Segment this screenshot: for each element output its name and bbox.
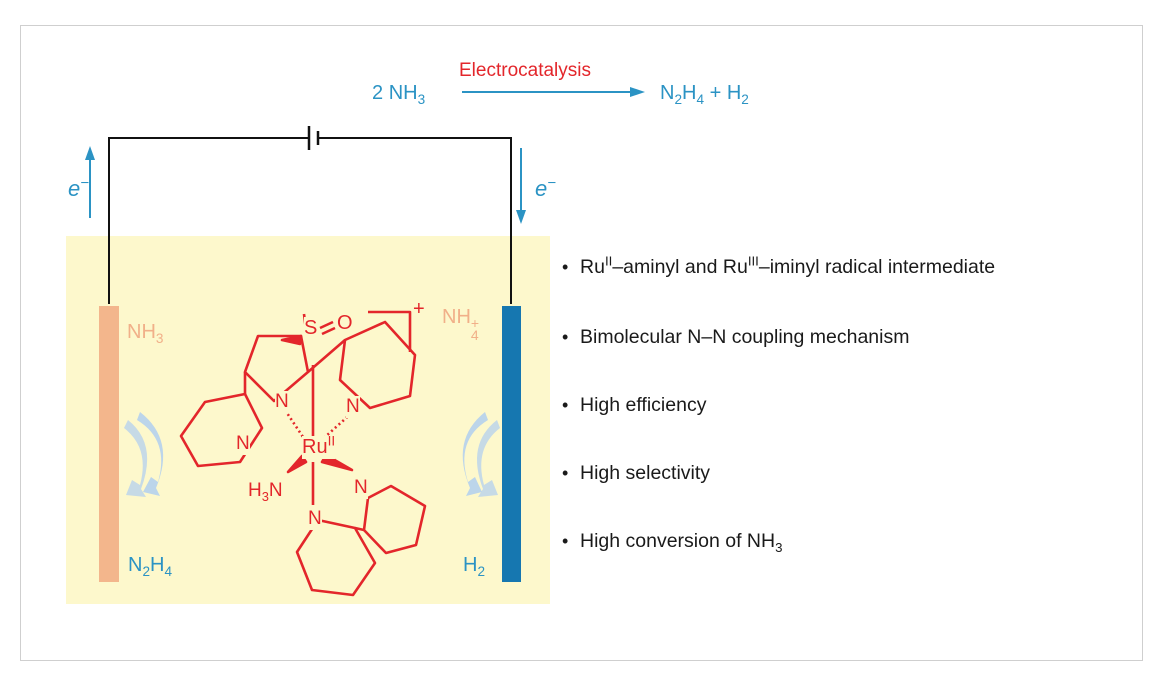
nitrogen-atom-pyridine-left: N	[236, 433, 250, 455]
nitrogen-atom-pyrrole: N	[275, 391, 289, 413]
catalyst-label: Electrocatalysis	[459, 60, 591, 81]
electron-down-arrow	[516, 148, 526, 224]
cathode-output-label: H2	[463, 554, 486, 579]
ammine-ligand: H3N	[248, 480, 283, 504]
circuit-wire	[108, 137, 309, 304]
complex-charge: +	[413, 298, 425, 320]
nitrogen-atom-bipy-left: N	[308, 508, 322, 530]
ruthenium-atom: RuII	[302, 433, 336, 459]
electron-label-left: e−	[68, 174, 89, 201]
swirl-arrow-right	[462, 412, 500, 497]
feature-item: •Bimolecular N–N coupling mechanism	[562, 326, 910, 348]
swirl-arrow-left	[124, 412, 164, 497]
feature-item: •High conversion of NH3	[562, 530, 783, 555]
reaction-arrow	[462, 87, 645, 97]
anode	[99, 306, 119, 582]
reaction-products: N2H4 + H2	[660, 82, 749, 107]
feature-item: •High efficiency	[562, 394, 707, 416]
battery-icon	[307, 126, 320, 150]
nitrogen-atom-bipy-right: N	[354, 477, 368, 499]
oxygen-atom: O	[337, 312, 353, 335]
anode-input-label: NH3	[127, 321, 164, 346]
electron-label-right: e−	[535, 174, 556, 201]
cathode-input-label: NH+4	[442, 306, 480, 343]
sulfur-atom: S	[304, 317, 318, 340]
feature-item: •RuII–aminyl and RuIII–iminyl radical in…	[562, 253, 996, 278]
electron-up-arrow	[85, 146, 95, 218]
anode-output-label: N2H4	[128, 554, 173, 579]
nitrogen-atom-pyridine-right: N	[346, 396, 360, 418]
reaction-reactant: 2 NH3	[372, 82, 426, 107]
feature-item: •High selectivity	[562, 462, 711, 484]
cathode	[502, 306, 521, 582]
circuit-wire-right	[318, 137, 512, 304]
